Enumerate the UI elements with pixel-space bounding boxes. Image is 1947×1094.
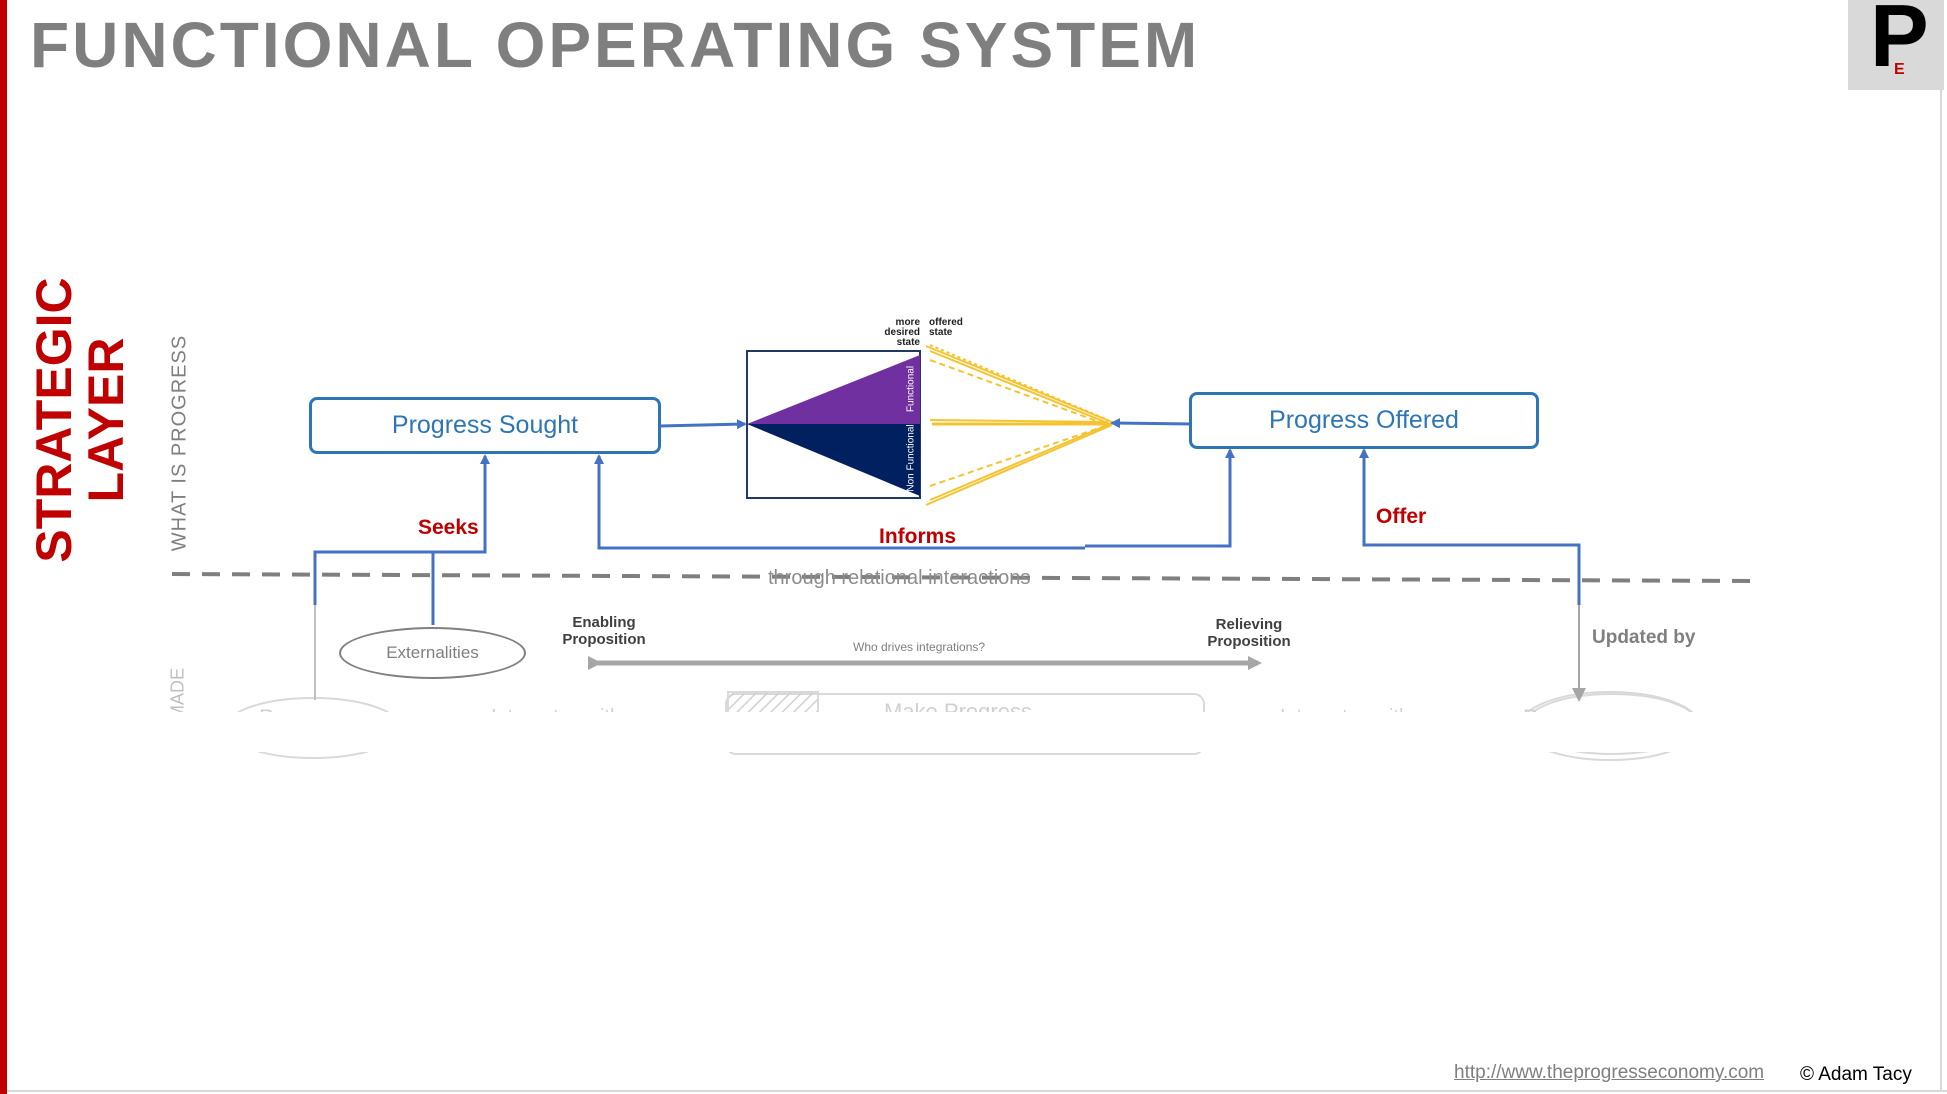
externalities-oval: Externalities xyxy=(339,627,526,679)
desired-state-caption: more desired state xyxy=(880,318,920,348)
updated-by-label: Updated by xyxy=(1592,627,1696,648)
seeks-label: Seeks xyxy=(418,516,479,539)
divider-caption: through relational interactions xyxy=(768,567,1031,589)
layer-divider xyxy=(171,572,1751,583)
functional-triangle xyxy=(747,355,920,424)
relieving-proposition-label: Relieving Proposition xyxy=(1201,616,1297,650)
who-drives-label: Who drives integrations? xyxy=(853,640,986,654)
logo: P E xyxy=(1848,0,1944,90)
relieving-line2: Proposition xyxy=(1207,633,1291,650)
slide-title: FUNCTIONAL OPERATING SYSTEM xyxy=(30,9,1201,81)
offered-to-triangle-arrow xyxy=(1110,418,1194,429)
progress-sought-box: Progress Sought xyxy=(309,397,661,454)
functional-label: Functional xyxy=(905,365,917,413)
offer-connector xyxy=(1359,448,1581,605)
offered-state-caption: offered state xyxy=(929,318,963,338)
offered-caption-line1: offered xyxy=(929,317,963,328)
left-accent-bar xyxy=(0,0,7,1094)
progress-offered-label: Progress Offered xyxy=(1269,406,1459,434)
progress-offered-box: Progress Offered xyxy=(1189,392,1539,449)
logo-sub-letter: E xyxy=(1894,61,1905,78)
logo-letter: P xyxy=(1870,0,1929,85)
relieving-line1: Relieving xyxy=(1215,616,1283,633)
externalities-label: Externalities xyxy=(386,643,479,662)
offered-state-sketch xyxy=(925,344,1113,506)
desired-caption-line2: desired xyxy=(884,327,920,338)
progress-sought-label: Progress Sought xyxy=(391,411,579,439)
informs-label: Informs xyxy=(879,525,957,548)
lower-layer-fade xyxy=(150,712,1750,752)
informs-connector-left xyxy=(594,454,1085,550)
bottom-border xyxy=(7,1090,1947,1092)
offer-label: Offer xyxy=(1376,505,1427,528)
footer-copyright: © Adam Tacy xyxy=(1800,1064,1912,1085)
sought-to-triangle-arrow xyxy=(659,419,747,430)
desired-caption-line3: state xyxy=(896,337,920,348)
non-functional-label: Non Functional xyxy=(905,424,917,492)
informs-connector-right xyxy=(1085,448,1235,548)
enabling-line2: Proposition xyxy=(562,631,646,648)
footer-link[interactable]: http://www.theprogresseconomy.com xyxy=(1454,1062,1765,1083)
non-functional-triangle xyxy=(747,424,920,496)
right-border xyxy=(1940,90,1942,1090)
seeks-connector xyxy=(313,454,490,605)
enabling-line1: Enabling xyxy=(572,614,636,631)
offered-caption-line2: state xyxy=(929,327,953,338)
enabling-proposition-label: Enabling Proposition xyxy=(557,614,651,648)
desired-caption-line1: more xyxy=(895,317,920,328)
